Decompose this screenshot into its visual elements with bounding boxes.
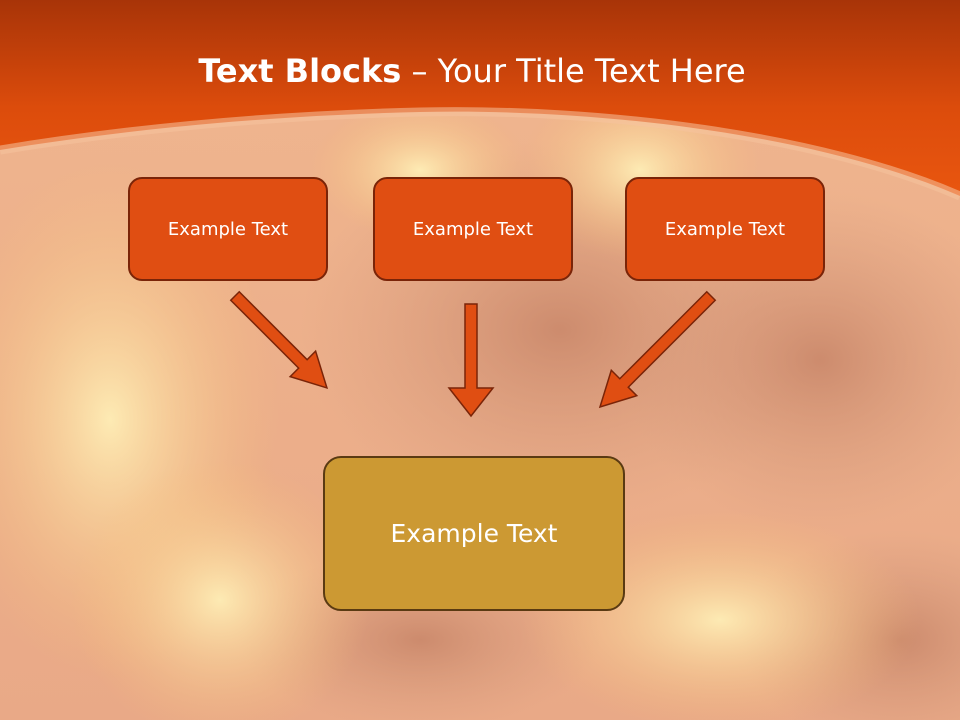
target-text-block-label: Example Text: [390, 519, 558, 548]
title-rest: Your Title Text Here: [437, 52, 746, 90]
slide-title: Text Blocks – Your Title Text Here: [0, 52, 944, 90]
text-block-2-label: Example Text: [412, 218, 534, 240]
text-block-3: Example Text: [625, 177, 825, 281]
text-block-3-label: Example Text: [664, 218, 786, 240]
text-block-1-label: Example Text: [167, 218, 289, 240]
arrow-right-diagonal: [598, 290, 717, 409]
text-block-2: Example Text: [373, 177, 573, 281]
title-bold-part: Text Blocks: [198, 52, 402, 90]
text-block-1: Example Text: [128, 177, 328, 281]
arrow-left-diagonal: [229, 290, 329, 390]
title-dash: –: [401, 52, 438, 90]
arrow-down: [447, 303, 495, 418]
target-text-block: Example Text: [323, 456, 625, 611]
